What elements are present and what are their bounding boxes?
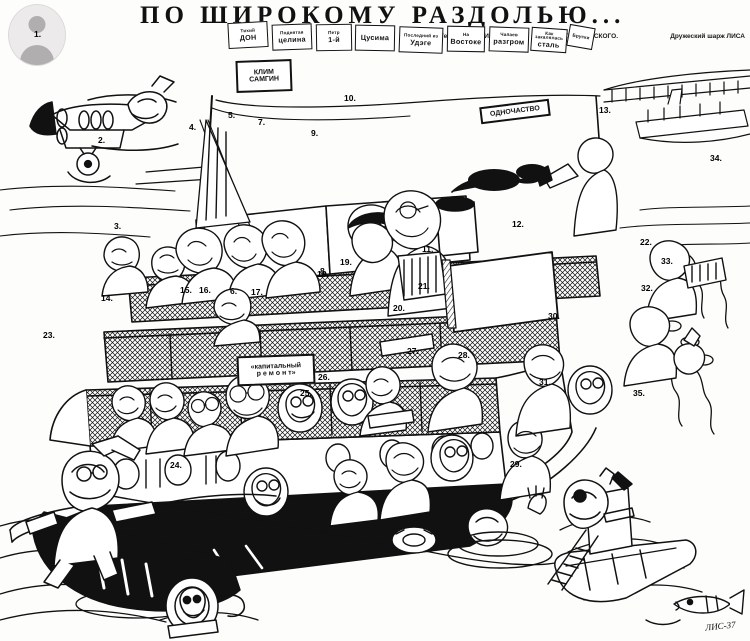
fish bbox=[645, 589, 745, 626]
credits-line: Текст А. РАСКИНА и М. СЛОБОДСКОГО. Друже… bbox=[440, 33, 745, 40]
credit-artist: Дружеский шарж ЛИСА bbox=[670, 33, 745, 40]
far-bridge bbox=[603, 69, 750, 103]
rope-puller bbox=[25, 435, 277, 589]
credit-and-author: и М. СЛОБОДСКОГО. bbox=[550, 33, 619, 40]
far-steamer bbox=[635, 88, 750, 143]
cartoon-artwork bbox=[0, 60, 750, 641]
swimmer bbox=[447, 485, 553, 569]
credit-text-authors: Текст А. РАСКИНА bbox=[440, 33, 499, 40]
background-water bbox=[0, 185, 750, 247]
diver-helmet bbox=[31, 511, 246, 639]
avatar bbox=[8, 4, 66, 66]
masthead: ПО ШИРОКОМУ РАЗДОЛЬЮ... Текст А. РАСКИНА… bbox=[0, 0, 750, 66]
biplane bbox=[29, 75, 227, 185]
deck-crowd bbox=[101, 137, 727, 554]
avatar-body-icon bbox=[20, 45, 54, 65]
lifeboat bbox=[547, 467, 697, 603]
avatar-head-icon bbox=[28, 16, 46, 33]
page-title: ПО ШИРОКОМУ РАЗДОЛЬЮ... bbox=[140, 2, 626, 29]
